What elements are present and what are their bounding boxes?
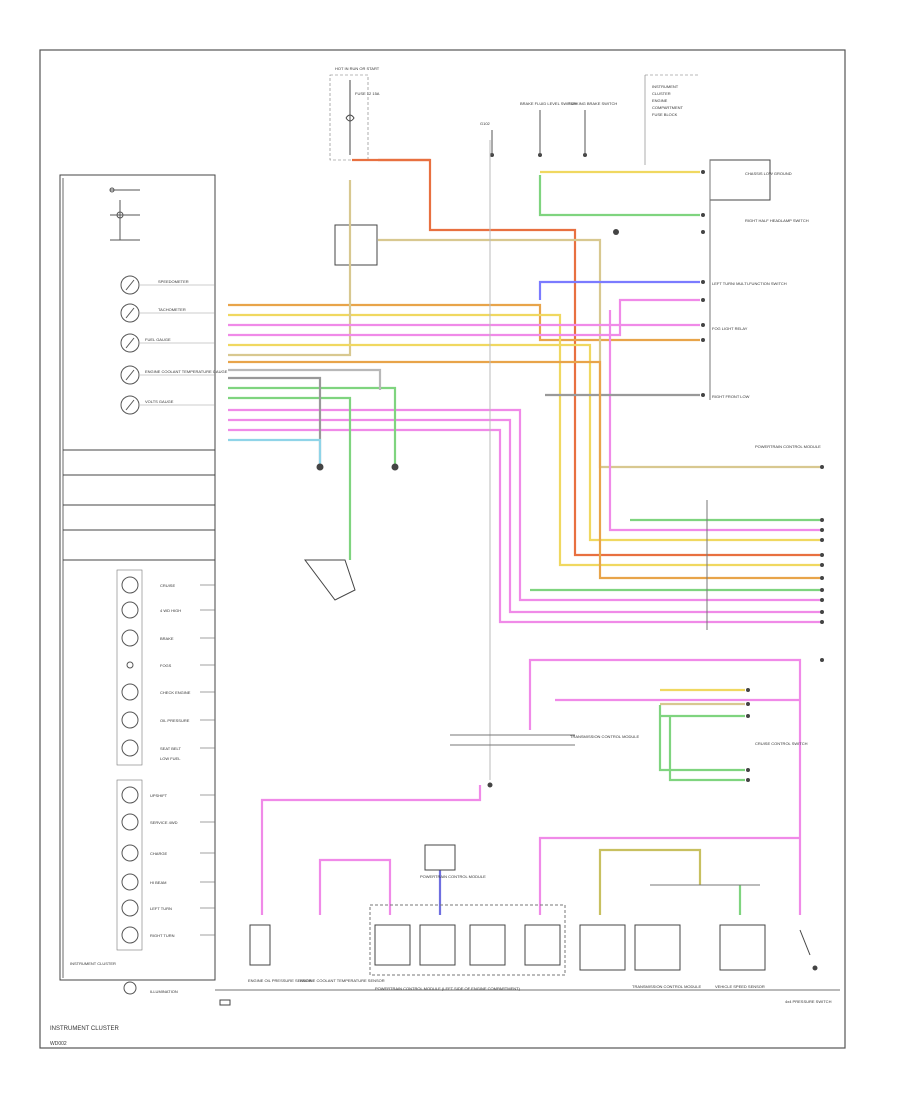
parking-brake-label: PARKING BRAKE SWITCH	[568, 101, 617, 106]
main-block-label-1: INSTRUMENT	[652, 84, 679, 89]
wire-blue	[538, 280, 700, 300]
right-label-7: TRANSMISSION CONTROL MODULE	[570, 734, 640, 739]
gauge-label-tachometer: TACHOMETER	[158, 307, 186, 312]
wire-pink-bottom-4	[538, 836, 800, 915]
pcm-label: POWERTRAIN CONTROL MODULE (LEFT SIDE OF …	[375, 986, 521, 991]
indicator-fogs: FOGS	[160, 663, 172, 668]
brake-switch-label: BRAKE FLUID LEVEL SWITCH	[520, 101, 577, 106]
main-block-label-5: FUSE BLOCK	[652, 112, 678, 117]
indicator-cruise: CRUISE	[160, 583, 175, 588]
wire-tan-2	[378, 238, 820, 469]
cluster-bottom-label: ILLUMINATION	[150, 989, 178, 994]
gauge-label-fuel: FUEL GAUGE	[145, 337, 171, 342]
wire-orange-3	[228, 360, 820, 580]
fuse-label: FUSE 12 15A	[355, 91, 380, 96]
right-label-1: CHASSIS LOW GROUND	[745, 171, 792, 176]
bottom-modules	[219, 559, 818, 1006]
main-block-label-4: COMPARTMENT	[652, 105, 684, 110]
lamp-left-turn: LEFT TURN	[150, 906, 172, 911]
right-label-2: RIGHT HALF HEADLAMP SWITCH	[745, 218, 809, 223]
bottom-module-2: ENGINE COOLANT TEMPERATURE SENSOR	[300, 978, 385, 983]
corner-label: WD002	[50, 1041, 67, 1047]
wire-yellow-bottom	[598, 848, 702, 915]
lamp-hi-beam: HI BEAM	[150, 880, 166, 885]
indicator-4wd-high: 4 WD HIGH	[160, 608, 181, 613]
wire-green-5	[228, 386, 397, 465]
lamp-right-turn: RIGHT TURN	[150, 933, 175, 938]
instrument-cluster	[59, 174, 840, 995]
wire-pink-2	[228, 298, 700, 337]
cluster-label: INSTRUMENT CLUSTER	[70, 961, 116, 966]
right-label-6: POWERTRAIN CONTROL MODULE	[755, 444, 821, 449]
wire-green-2	[228, 396, 352, 560]
fuse-box-label: HOT IN RUN OR START	[335, 66, 380, 71]
lamp-service-4wd: SERVICE 4WD	[150, 820, 178, 825]
right-label-3: LEFT TURN/ MULTI-FUNCTION SWITCH	[712, 281, 787, 286]
bottom-module-6: 4x4 PRESSURE SWITCH	[785, 999, 832, 1004]
main-block-label-2: CLUSTER	[652, 91, 671, 96]
right-label-8: CRUISE CONTROL SWITCH	[755, 741, 808, 746]
wire-green-1	[538, 175, 700, 217]
wire-orange-2	[228, 313, 820, 567]
wire-tan-1	[228, 180, 352, 357]
diagram-frame	[39, 49, 846, 1049]
indicator-check-engine: CHECK ENGINE	[160, 690, 191, 695]
wire-orange-1	[228, 303, 700, 342]
footer-label: INSTRUMENT CLUSTER	[50, 1026, 120, 1032]
wire-pink-bottom-1	[260, 785, 482, 915]
lamp-charge: CHARGE	[150, 851, 167, 856]
bottom-module-3: POWERTRAIN CONTROL MODULE	[420, 874, 486, 879]
wire-gray-1	[228, 368, 382, 390]
right-label-5: RIGHT FRONT LOW	[712, 394, 750, 399]
indicator-brake: BRAKE	[160, 636, 174, 641]
bottom-module-4: TRANSMISSION CONTROL MODULE	[632, 984, 702, 989]
ground-label: G102	[480, 121, 491, 126]
lamp-upshift: UPSHIFT	[150, 793, 168, 798]
wire-pink-6	[608, 310, 820, 532]
wire-pink-bottom-3	[318, 858, 392, 915]
bottom-module-5: VEHICLE SPEED SENSOR	[715, 984, 765, 989]
gauge-label-temp: ENGINE COOLANT TEMPERATURE GAUGE	[145, 369, 228, 374]
wire-pink-bottom-2	[528, 658, 802, 915]
indicator-oil-pressure: OIL PRESSURE	[160, 718, 190, 723]
wire-green-bottom-1	[658, 705, 745, 772]
indicator-low-fuel: LOW FUEL	[160, 756, 181, 761]
wire-cyan	[228, 438, 322, 465]
gauge-label-volts: VOLTS GAUGE	[145, 399, 174, 404]
indicator-seat-belt: SEAT BELT	[160, 746, 181, 751]
gauge-label-speedometer: SPEEDOMETER	[158, 279, 189, 284]
wire-pink-5	[228, 428, 820, 624]
right-label-4: FOG LIGHT RELAY	[712, 326, 748, 331]
wire-pink-4	[228, 418, 820, 614]
bottom-module-1: ENGINE OIL PRESSURE SENSOR	[248, 978, 312, 983]
main-block-label-3: ENGINE	[652, 98, 668, 103]
right-connector-pins	[701, 170, 824, 782]
wire-tan-3	[228, 343, 820, 542]
wire-green-bottom-2	[668, 715, 745, 782]
wire-pink-3	[228, 408, 820, 602]
wire-gray-2	[228, 376, 322, 465]
wire-harness	[228, 140, 820, 915]
ground-symbols	[316, 463, 493, 788]
